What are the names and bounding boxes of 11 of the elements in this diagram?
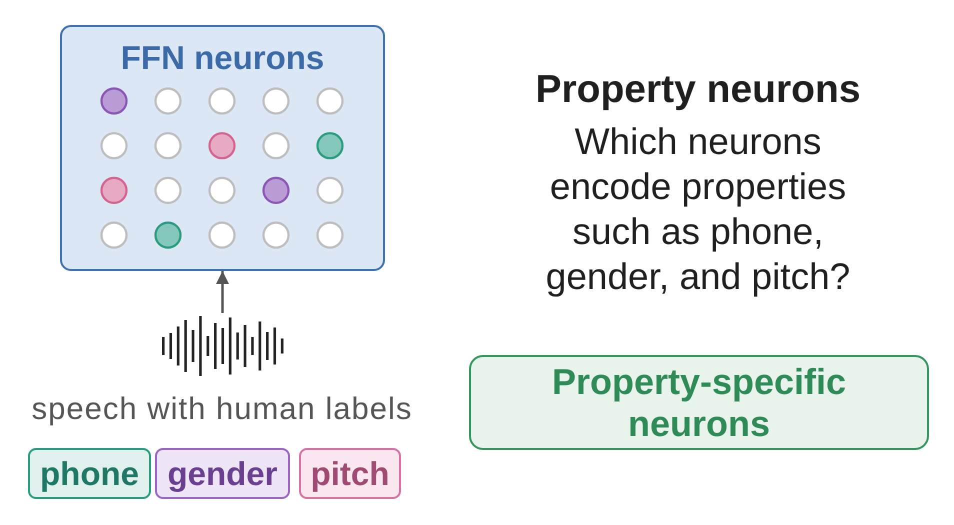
property-tag: phone	[28, 448, 151, 499]
caption-text: speech with human labels	[30, 391, 414, 427]
layer-box	[60, 25, 385, 271]
property-tag: gender	[155, 448, 290, 499]
section-heading: Property neurons	[534, 67, 862, 113]
result-box	[469, 355, 929, 450]
box-title: FFN neurons	[120, 38, 326, 78]
question-text: Which neurons encode properties such as phone, gender, and pitch?	[544, 120, 852, 299]
property-tag: pitch	[299, 448, 401, 499]
box-title: Property-specific neurons	[550, 360, 848, 444]
arrow	[216, 271, 229, 313]
